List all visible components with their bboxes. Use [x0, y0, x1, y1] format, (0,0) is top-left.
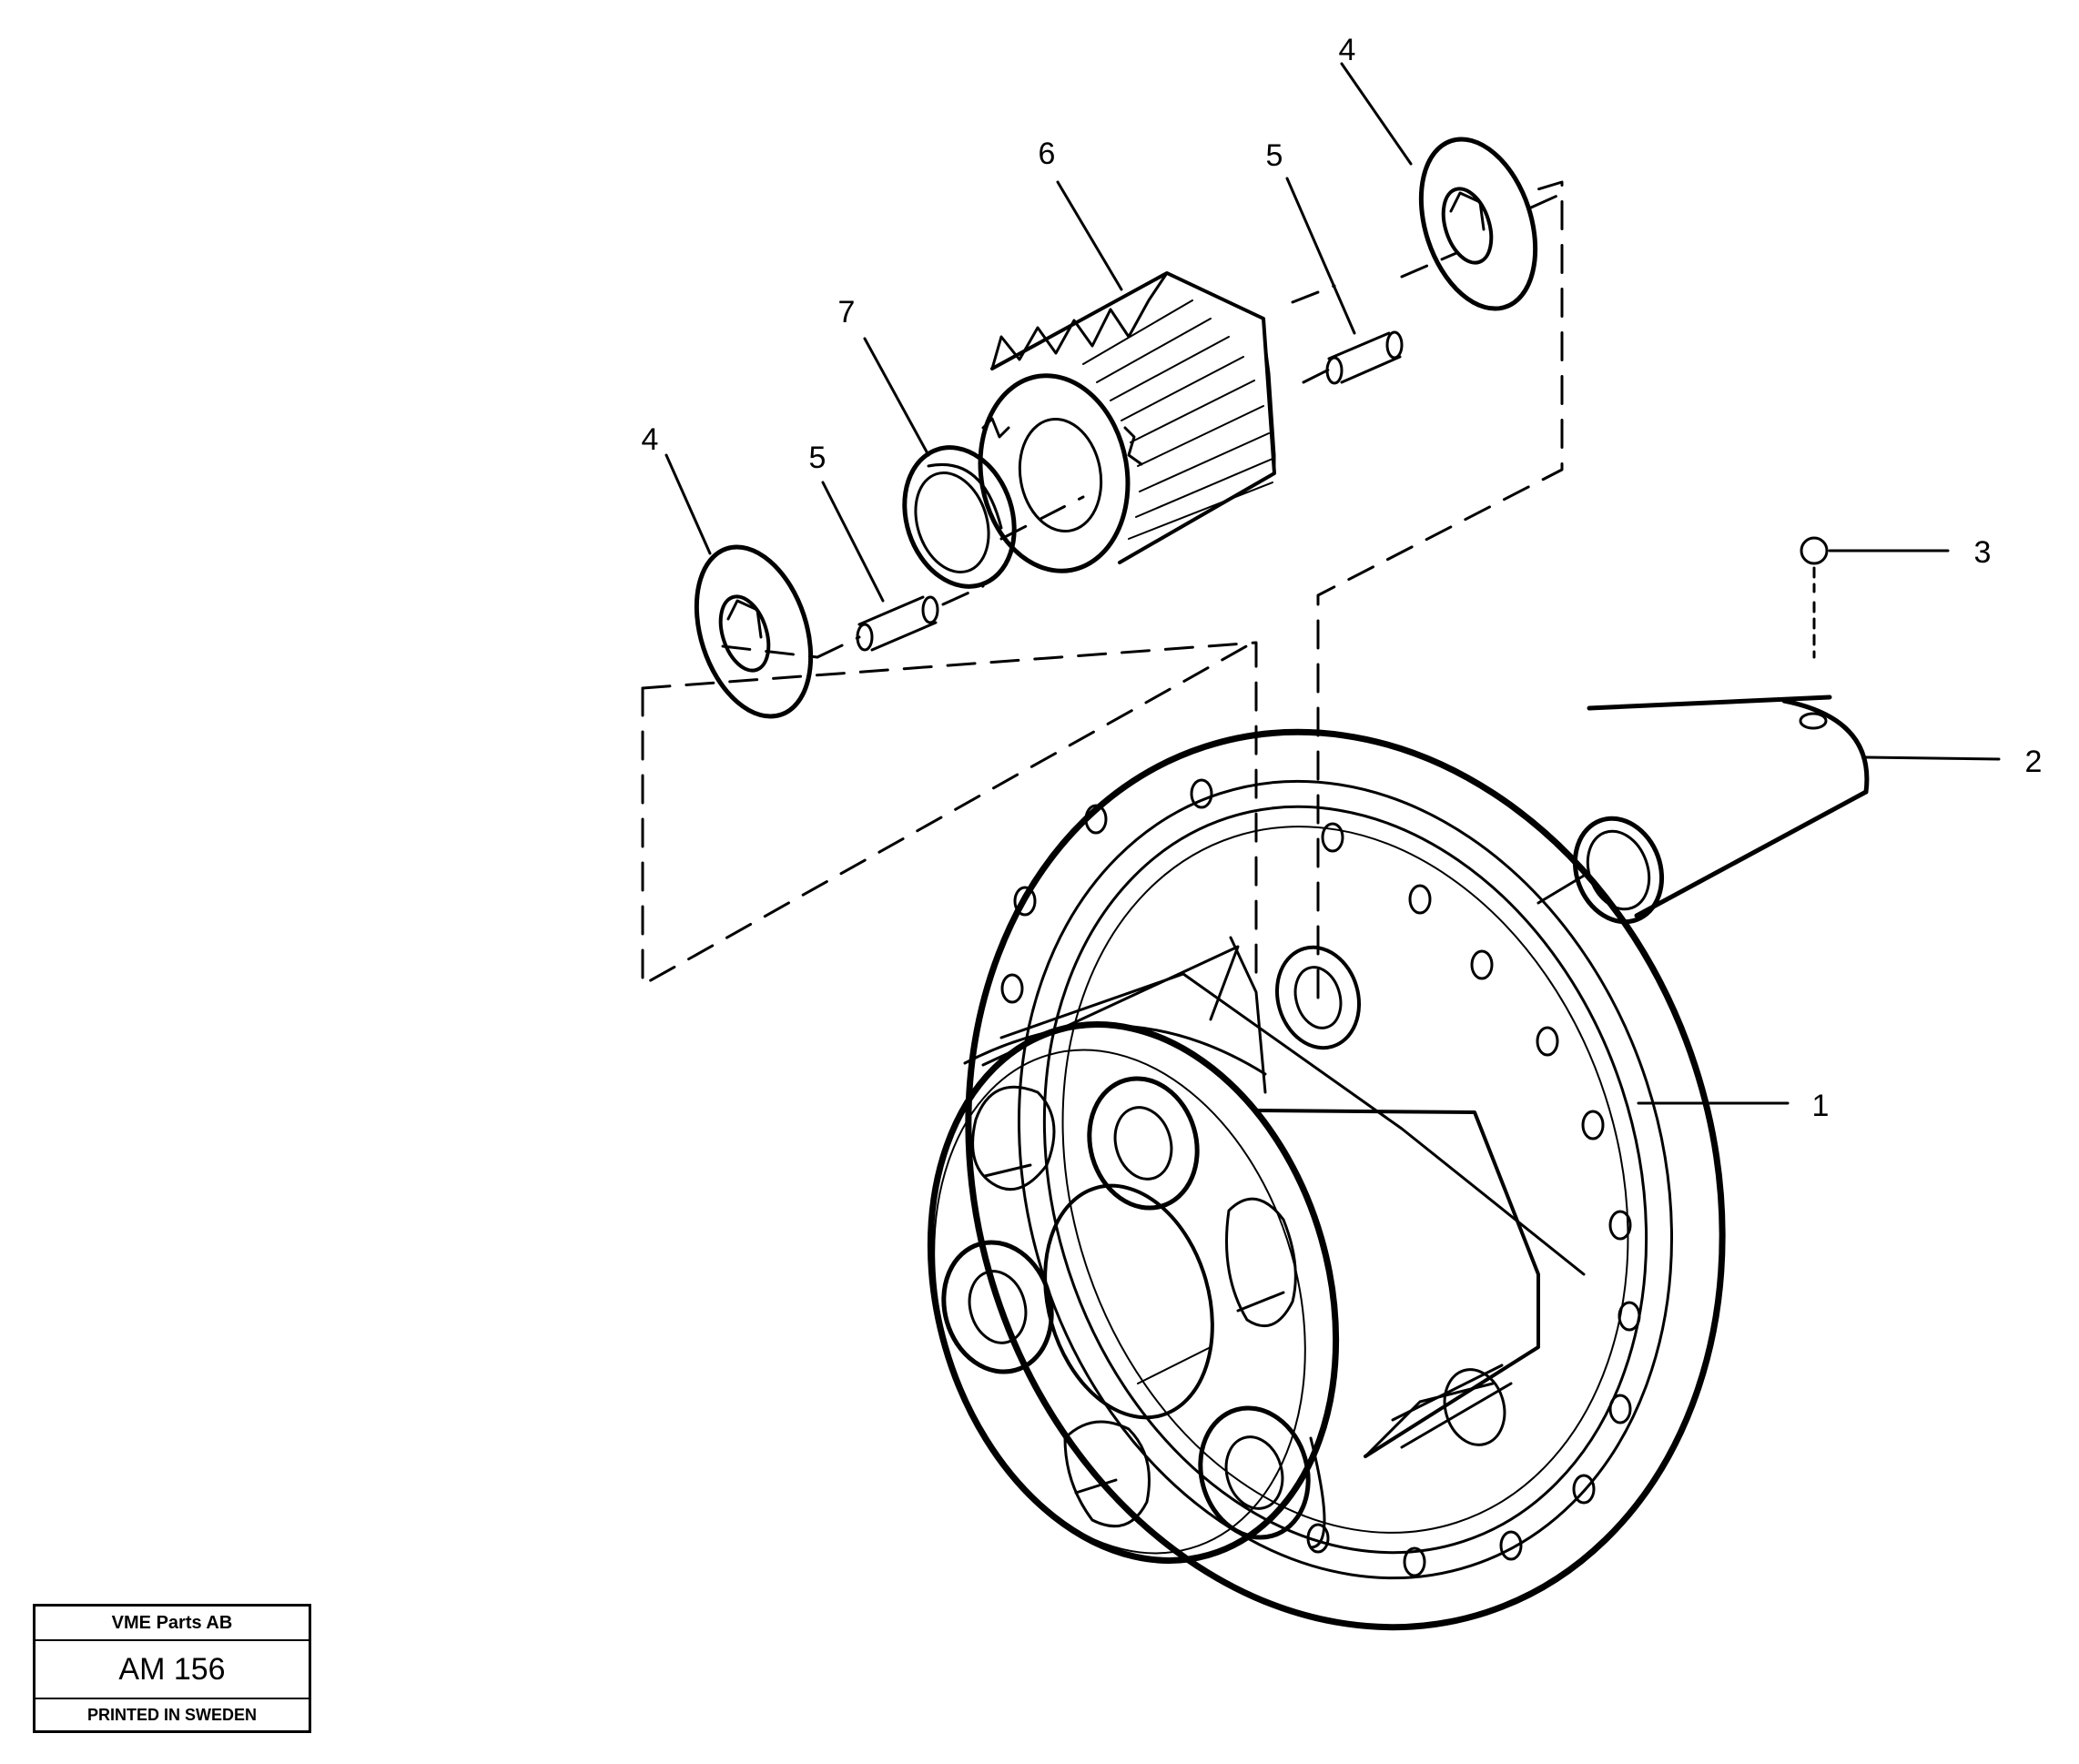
callout-2: 2	[2025, 745, 2043, 779]
thrust-washer-left	[694, 544, 814, 719]
title-block: VME Parts AB AM 156 PRINTED IN SWEDEN	[33, 1604, 311, 1733]
drawing-code: AM 156	[35, 1641, 309, 1699]
ball	[1800, 536, 1829, 659]
leader-lines	[664, 62, 2001, 1105]
callout-5-top: 5	[1266, 138, 1283, 173]
printed-note: PRINTED IN SWEDEN	[86, 1705, 257, 1724]
callout-7: 7	[838, 295, 856, 329]
planet-pin-bosses	[941, 1076, 1311, 1540]
callout-5-left: 5	[809, 441, 827, 475]
planet-carrier-housing	[927, 728, 1726, 1631]
thrust-washer-right	[1418, 137, 1538, 311]
callout-3: 3	[1974, 535, 1992, 570]
company-name: VME Parts AB	[35, 1607, 309, 1641]
planet-shaft	[1536, 694, 1870, 925]
callout-6: 6	[1039, 137, 1056, 171]
roll-pin-right	[1325, 330, 1404, 385]
flange-bolt-holes	[1000, 778, 1641, 1577]
roll-pin-left	[856, 595, 939, 652]
assembly-axis-lines	[641, 180, 1569, 999]
callout-1: 1	[1812, 1089, 1830, 1123]
bushing	[902, 445, 1017, 589]
callout-4-left: 4	[642, 422, 659, 457]
planet-gear	[978, 271, 1276, 573]
callout-4-top: 4	[1339, 33, 1356, 67]
face-pockets	[971, 1085, 1297, 1528]
